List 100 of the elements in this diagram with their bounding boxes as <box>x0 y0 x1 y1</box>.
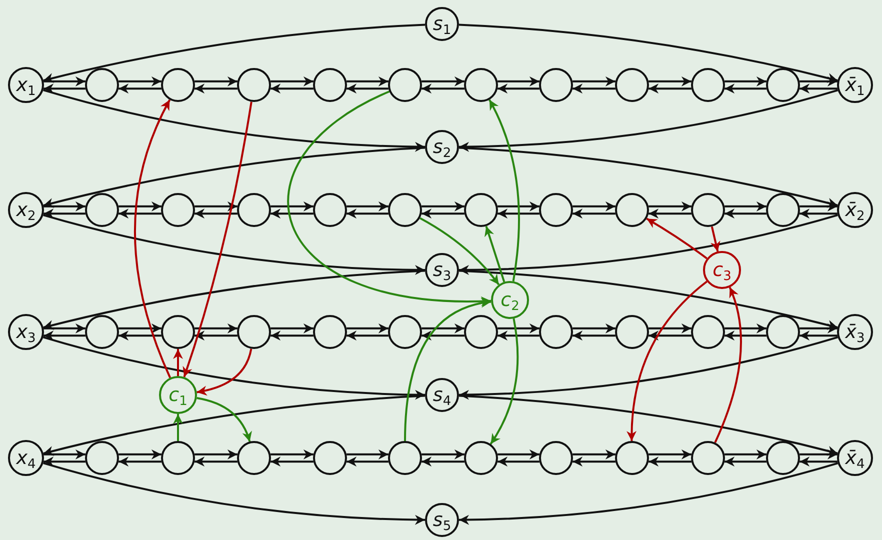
circle-node <box>425 503 459 537</box>
arrow <box>194 208 238 219</box>
arrow <box>270 201 314 212</box>
node-label: c$_{3}$ <box>712 260 732 280</box>
node-label: x$_{4}$ <box>16 448 36 468</box>
arrow <box>488 99 520 282</box>
node-label: x̄$_{1}$ <box>845 76 865 94</box>
arrow <box>270 208 314 219</box>
arrow <box>43 270 426 330</box>
circle-node <box>8 192 44 228</box>
circle-node <box>85 68 119 102</box>
circle-node <box>85 315 119 349</box>
arrow <box>118 76 162 86</box>
circle-node <box>691 315 725 349</box>
circle-node <box>237 193 271 227</box>
circle-node <box>464 441 498 475</box>
arrow <box>346 323 388 334</box>
circle-node <box>425 253 459 287</box>
arrow <box>572 456 616 467</box>
arrow <box>458 89 838 152</box>
arrow <box>484 226 506 282</box>
circle-node <box>464 68 498 102</box>
circle-node <box>464 193 498 227</box>
arrow <box>572 76 616 86</box>
circle-node <box>8 314 44 350</box>
arrow <box>346 456 388 467</box>
circle-node <box>837 192 873 228</box>
arrow <box>422 201 464 212</box>
node-label: s$_{4}$ <box>432 386 452 404</box>
arrow <box>648 456 692 467</box>
arrow <box>420 217 500 286</box>
arrow <box>44 330 86 341</box>
arrow <box>44 208 86 219</box>
circle-node <box>539 193 573 227</box>
circle-node <box>837 314 873 350</box>
arrow <box>572 449 616 460</box>
arrow <box>270 76 314 86</box>
node-label: x$_{1}$ <box>16 76 36 94</box>
circle-node <box>837 440 873 476</box>
circle-node <box>425 130 459 164</box>
circle-node <box>313 68 347 102</box>
arrow <box>44 201 86 212</box>
circle-node <box>237 315 271 349</box>
node-label: x$_{3}$ <box>16 322 36 342</box>
arrow <box>118 449 162 460</box>
arrow <box>710 226 720 252</box>
arrow <box>422 449 464 460</box>
arrow <box>648 76 692 86</box>
circle-node <box>425 7 459 41</box>
arrow <box>346 449 388 460</box>
circle-node <box>388 68 422 102</box>
circle-node <box>464 315 498 349</box>
node-label: s$_{1}$ <box>432 14 452 34</box>
arrow <box>134 99 172 378</box>
arrow <box>346 330 388 341</box>
arrow <box>458 394 838 456</box>
arrow <box>800 201 838 212</box>
arrow <box>572 330 616 341</box>
circle-node <box>615 315 649 349</box>
circle-node <box>837 67 873 103</box>
arrow <box>724 208 766 219</box>
node-label: x̄$_{4}$ <box>845 448 865 468</box>
circle-node <box>388 441 422 475</box>
circle-node <box>313 315 347 349</box>
node-label: s$_{5}$ <box>432 510 452 530</box>
arrow <box>498 323 540 334</box>
node-label: x̄$_{2}$ <box>845 200 865 220</box>
arrow <box>648 323 692 334</box>
circle-node <box>615 193 649 227</box>
arrow <box>270 84 314 94</box>
node-label: x$_{2}$ <box>16 200 36 220</box>
arrow <box>270 330 314 341</box>
arrow <box>422 84 464 94</box>
arrow <box>724 323 766 334</box>
arrow <box>648 201 692 212</box>
arrow <box>270 449 314 460</box>
circle-node <box>237 441 271 475</box>
arrow <box>194 84 238 94</box>
circle-node <box>539 68 573 102</box>
circle-node <box>161 68 195 102</box>
arrow <box>724 201 766 212</box>
circle-node <box>766 441 800 475</box>
arrow <box>572 201 616 212</box>
circle-node <box>313 441 347 475</box>
arrow <box>196 348 252 396</box>
circle-node <box>85 193 119 227</box>
arrow <box>43 146 426 208</box>
arrow <box>194 330 238 341</box>
arrow <box>498 330 540 341</box>
arrow <box>422 208 464 219</box>
arrow <box>118 456 162 467</box>
node-label: s$_{2}$ <box>432 138 452 156</box>
circle-node <box>388 315 422 349</box>
arrow <box>173 349 183 376</box>
arrow <box>422 456 464 467</box>
arrow <box>458 270 838 330</box>
arrow <box>422 330 464 341</box>
circle-node <box>691 193 725 227</box>
arrow <box>422 76 464 86</box>
arrow <box>458 462 838 525</box>
